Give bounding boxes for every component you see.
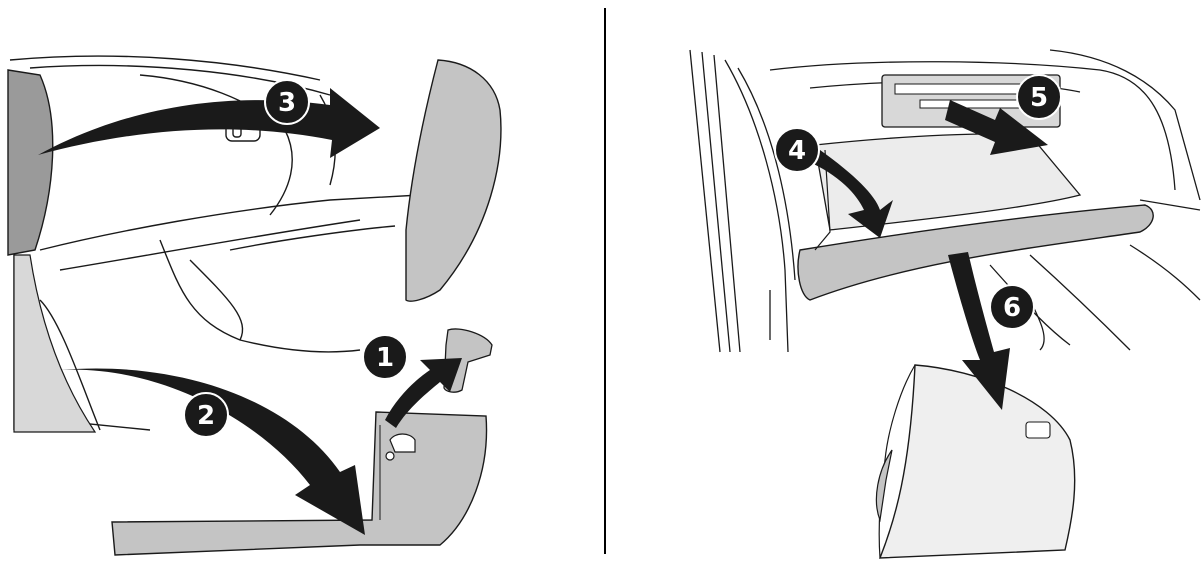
removed-glovebox-door [880, 365, 1075, 558]
step-label-1: 1 [376, 343, 394, 373]
trim-screw [386, 452, 394, 460]
glovebox-door-handle [1026, 422, 1050, 438]
right-panel-illustration: 4 5 6 [610, 0, 1203, 562]
removed-side-panel [406, 60, 501, 301]
step-label-6: 6 [1003, 293, 1021, 323]
step-marker-6: 6 [990, 285, 1034, 329]
step-marker-4: 4 [775, 128, 819, 172]
step-marker-5: 5 [1017, 75, 1061, 119]
step-label-4: 4 [788, 136, 806, 166]
panel-divider [604, 8, 606, 554]
step-marker-3: 3 [265, 80, 309, 124]
left-panel-illustration: 3 2 1 [0, 0, 600, 562]
glovebox-door-flap [876, 450, 892, 520]
step-label-2: 2 [197, 401, 215, 431]
step-label-3: 3 [278, 88, 296, 118]
cd-slot-2 [920, 100, 1030, 108]
arrow-step-3 [38, 88, 380, 158]
step-label-5: 5 [1030, 83, 1048, 113]
side-trim-edge [8, 70, 53, 255]
trim-clip-hole [390, 434, 415, 452]
pillar-trim [14, 255, 95, 432]
step-marker-2: 2 [184, 393, 228, 437]
step-marker-1: 1 [363, 335, 407, 379]
